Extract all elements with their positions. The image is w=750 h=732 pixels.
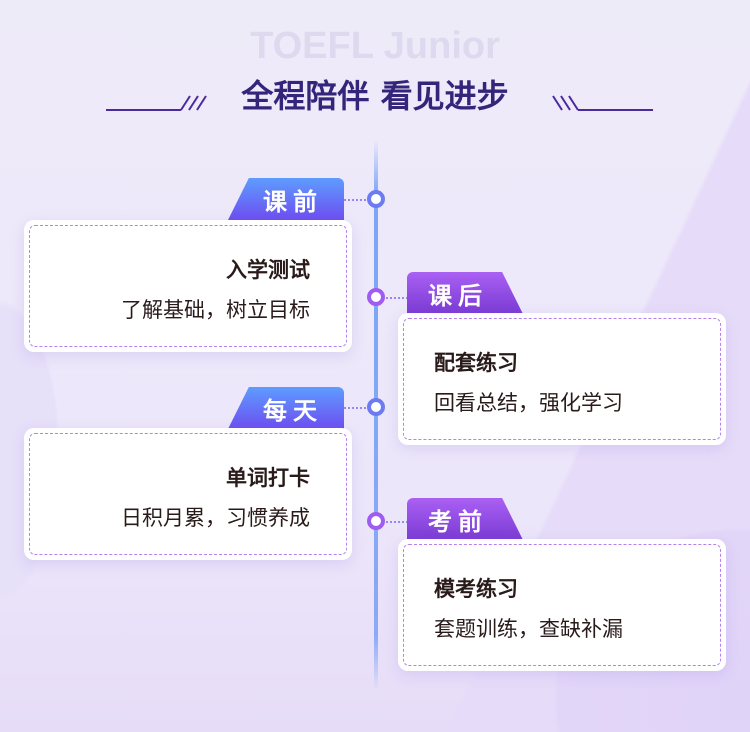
step-desc: 套题训练，查缺补漏	[434, 617, 623, 641]
step-heading: 配套练习	[434, 351, 518, 375]
title-deco-left	[106, 95, 207, 111]
connector	[386, 521, 408, 523]
tag-before-class: 课前	[228, 178, 344, 220]
step-heading: 模考练习	[434, 577, 518, 601]
step-desc: 回看总结，强化学习	[434, 391, 623, 415]
tag-after-class: 课后	[407, 272, 523, 314]
step-card: 入学测试了解基础，树立目标	[24, 220, 352, 352]
tag-daily: 每天	[228, 387, 344, 429]
timeline-dot	[367, 288, 385, 306]
connector	[344, 407, 366, 409]
connector	[344, 199, 366, 201]
step-card: 单词打卡日积月累，习惯养成	[24, 428, 352, 560]
step-heading: 单词打卡	[226, 466, 310, 490]
timeline-dot	[367, 398, 385, 416]
watermark: TOEFL Junior	[250, 25, 500, 67]
page-title: 全程陪伴 看见进步	[241, 77, 509, 115]
step-card: 配套练习回看总结，强化学习	[398, 313, 726, 445]
step-card: 模考练习套题训练，查缺补漏	[398, 539, 726, 671]
step-heading: 入学测试	[226, 258, 310, 282]
title-deco-right	[552, 95, 653, 111]
connector	[386, 297, 408, 299]
timeline-dot	[367, 512, 385, 530]
step-desc: 日积月累，习惯养成	[121, 506, 310, 530]
step-desc: 了解基础，树立目标	[121, 298, 310, 322]
timeline-dot	[367, 190, 385, 208]
tag-before-exam: 考前	[407, 498, 523, 540]
